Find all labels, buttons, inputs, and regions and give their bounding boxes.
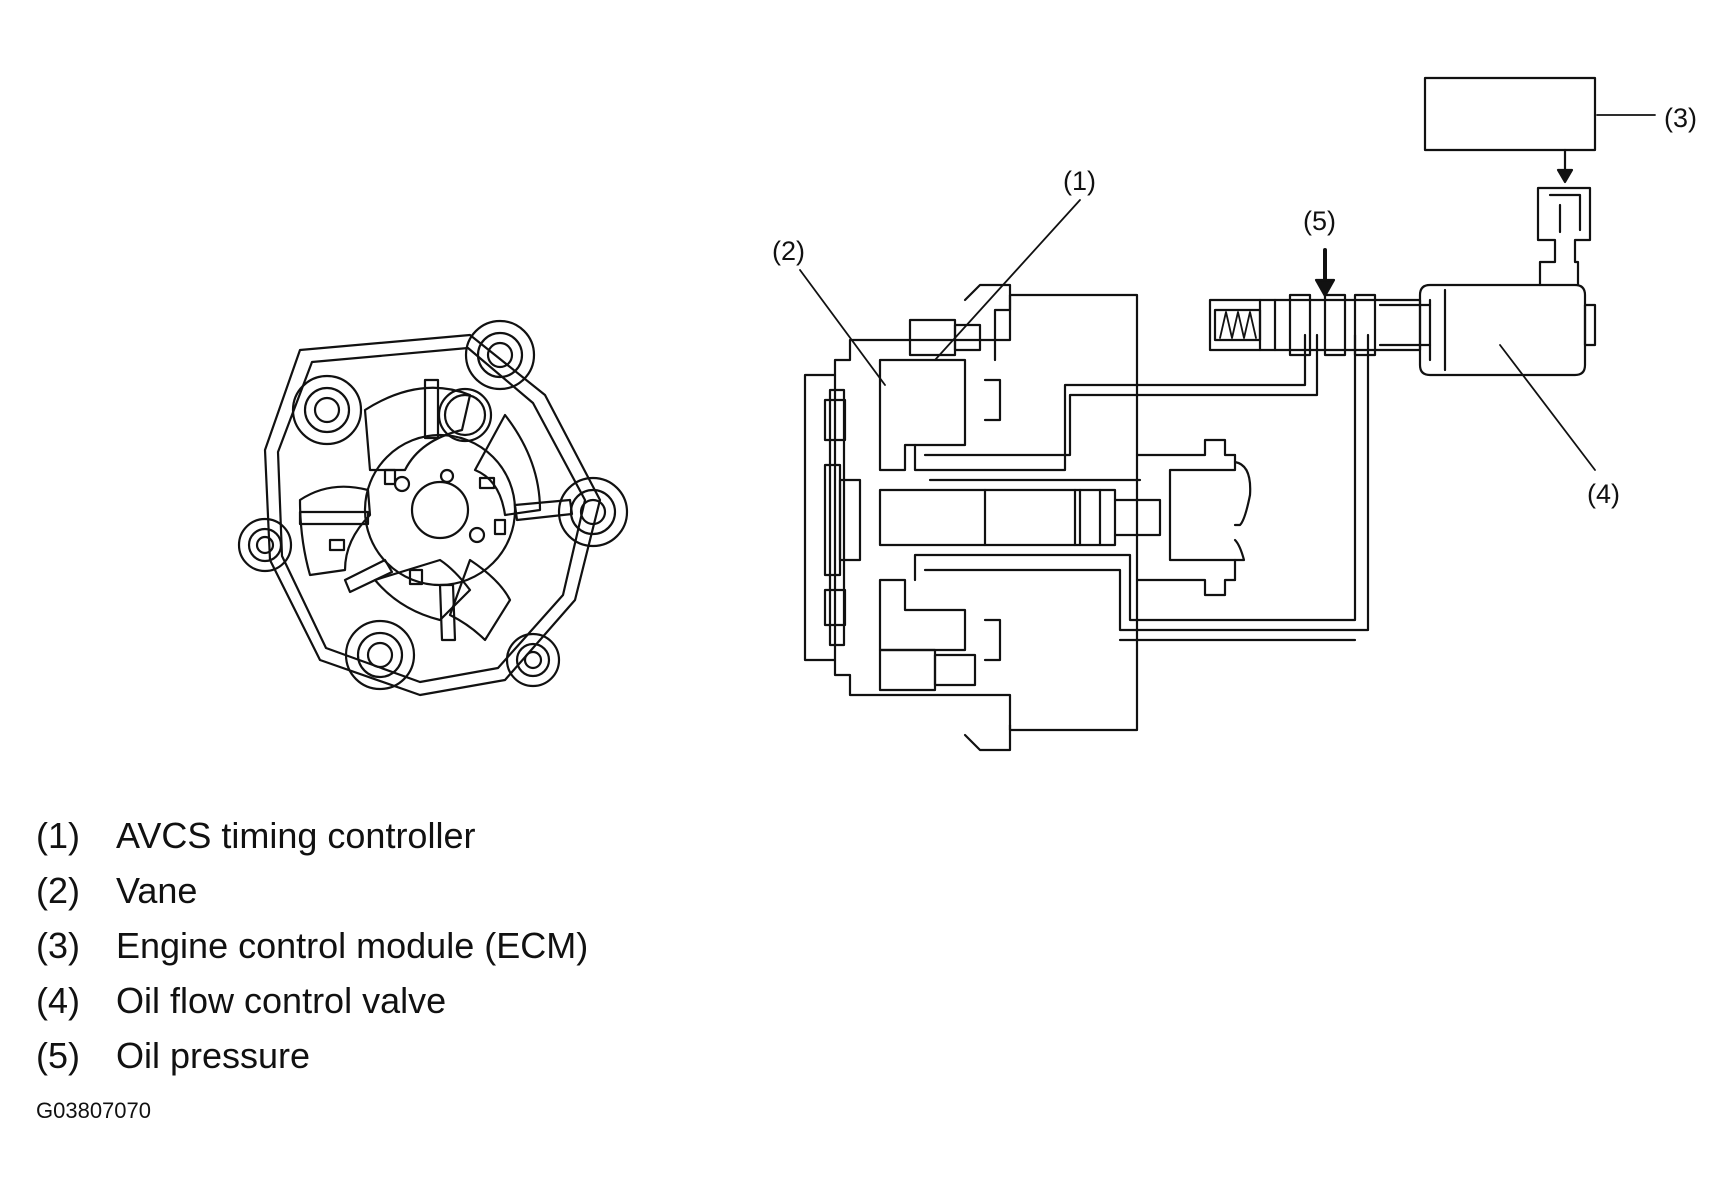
leader-lines: [799, 114, 1656, 471]
callout-4: (4): [1587, 479, 1620, 509]
legend-number: (3): [36, 924, 80, 966]
legend-item: (5) Oil pressure: [36, 1028, 588, 1083]
bolt-bottom-right: [505, 632, 561, 688]
legend-number: (4): [36, 979, 80, 1021]
legend-item: (2) Vane: [36, 863, 588, 918]
bolt-right: [557, 476, 629, 548]
oil-pressure-arrow: [1314, 248, 1336, 298]
legend-number: (2): [36, 869, 80, 911]
legend-text: Vane: [116, 869, 198, 911]
legend-number: (5): [36, 1034, 80, 1076]
legend-text: Engine control module (ECM): [116, 924, 589, 966]
legend-text: Oil flow control valve: [116, 979, 447, 1021]
timing-controller-front-view: [237, 319, 629, 697]
callout-1: (1): [1063, 166, 1096, 196]
legend-item: (3) Engine control module (ECM): [36, 918, 588, 973]
bolt-left: [237, 517, 293, 573]
legend-item: (1) AVCS timing controller: [36, 808, 588, 863]
bolt-top-left: [291, 374, 363, 446]
leader-1: [934, 199, 1081, 361]
legend: (1) AVCS timing controller (2) Vane (3) …: [36, 808, 588, 1083]
valve-spring: [1219, 311, 1257, 339]
legend-text: Oil pressure: [116, 1034, 311, 1076]
legend-number: (1): [36, 814, 80, 856]
timing-controller-cross-section: [803, 283, 1370, 752]
leader-4: [1499, 344, 1596, 471]
legend-item: (4) Oil flow control valve: [36, 973, 588, 1028]
ecm-box: [1423, 76, 1597, 184]
callout-3: (3): [1664, 103, 1697, 133]
oil-flow-control-valve: [1208, 186, 1597, 377]
callout-2: (2): [772, 236, 805, 266]
bolt-top-right: [464, 319, 536, 391]
bolt-bottom-left: [344, 619, 416, 691]
figure-id: G03807070: [36, 1098, 151, 1123]
callout-5: (5): [1303, 206, 1336, 236]
leader-2: [799, 269, 886, 386]
legend-text: AVCS timing controller: [116, 814, 476, 856]
